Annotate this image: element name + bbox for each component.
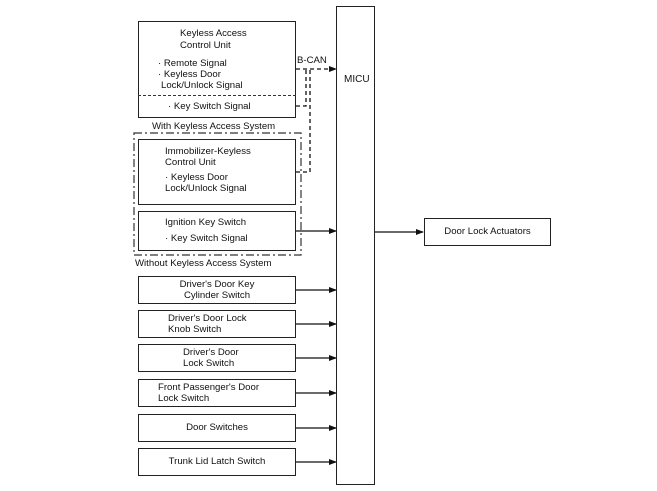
immobilizer-keyless-control-unit [138, 139, 296, 205]
drivers-key-cyl-2: Cylinder Switch [183, 290, 251, 301]
keyless-sig-door-1: · Keyless Door [158, 69, 221, 80]
micu-box [336, 6, 375, 485]
without-keyless-frame [133, 132, 302, 256]
drivers-lock-sw-2: Lock Switch [183, 358, 235, 369]
drivers-lock-knob-1: Driver's Door Lock [168, 313, 247, 324]
trunk-lid-latch-switch [138, 448, 296, 476]
door-switches [138, 414, 296, 442]
ignition-sig: · Key Switch Signal [165, 233, 248, 244]
immobilizer-title-2: Control Unit [165, 157, 216, 168]
door-lock-actuators-label: Door Lock Actuators [444, 226, 531, 237]
keyless-sig-key-switch: · Key Switch Signal [168, 101, 251, 112]
bcan-link-key-switch [296, 69, 307, 107]
without-keyless-caption: Without Keyless Access System [135, 258, 272, 269]
keyless-title-1: Keyless Access [180, 28, 247, 39]
trunk-latch-label: Trunk Lid Latch Switch [168, 456, 266, 467]
micu-label: MICU [344, 74, 370, 85]
drivers-door-lock-switch [138, 344, 296, 372]
immobilizer-sig-1: · Keyless Door [165, 172, 228, 183]
with-keyless-caption: With Keyless Access System [152, 121, 276, 132]
ignition-key-switch [138, 211, 296, 251]
keyless-sig-remote: · Remote Signal [158, 58, 227, 69]
door-switches-label: Door Switches [186, 422, 248, 433]
keyless-access-control-unit [138, 21, 296, 118]
ignition-title: Ignition Key Switch [165, 217, 247, 228]
door-lock-actuators [424, 218, 551, 246]
front-pass-1: Front Passenger's Door [158, 382, 260, 393]
drivers-lock-knob-2: Knob Switch [168, 324, 222, 335]
bcan-link-immobilizer [296, 69, 311, 173]
front-passenger-door-lock-switch [138, 379, 296, 407]
immobilizer-title-1: Immobilizer-Keyless [165, 146, 251, 157]
drivers-key-cyl-1: Driver's Door Key [179, 279, 255, 290]
keyless-divider [138, 95, 296, 96]
keyless-sig-door-2: Lock/Unlock Signal [161, 80, 243, 91]
keyless-title-2: Control Unit [180, 40, 231, 51]
drivers-door-lock-knob-switch [138, 310, 296, 338]
drivers-door-key-cylinder-switch [138, 276, 296, 304]
front-pass-2: Lock Switch [158, 393, 210, 404]
bcan-label: B-CAN [297, 55, 327, 66]
immobilizer-sig-2: Lock/Unlock Signal [165, 183, 247, 194]
drivers-lock-sw-1: Driver's Door [183, 347, 239, 358]
